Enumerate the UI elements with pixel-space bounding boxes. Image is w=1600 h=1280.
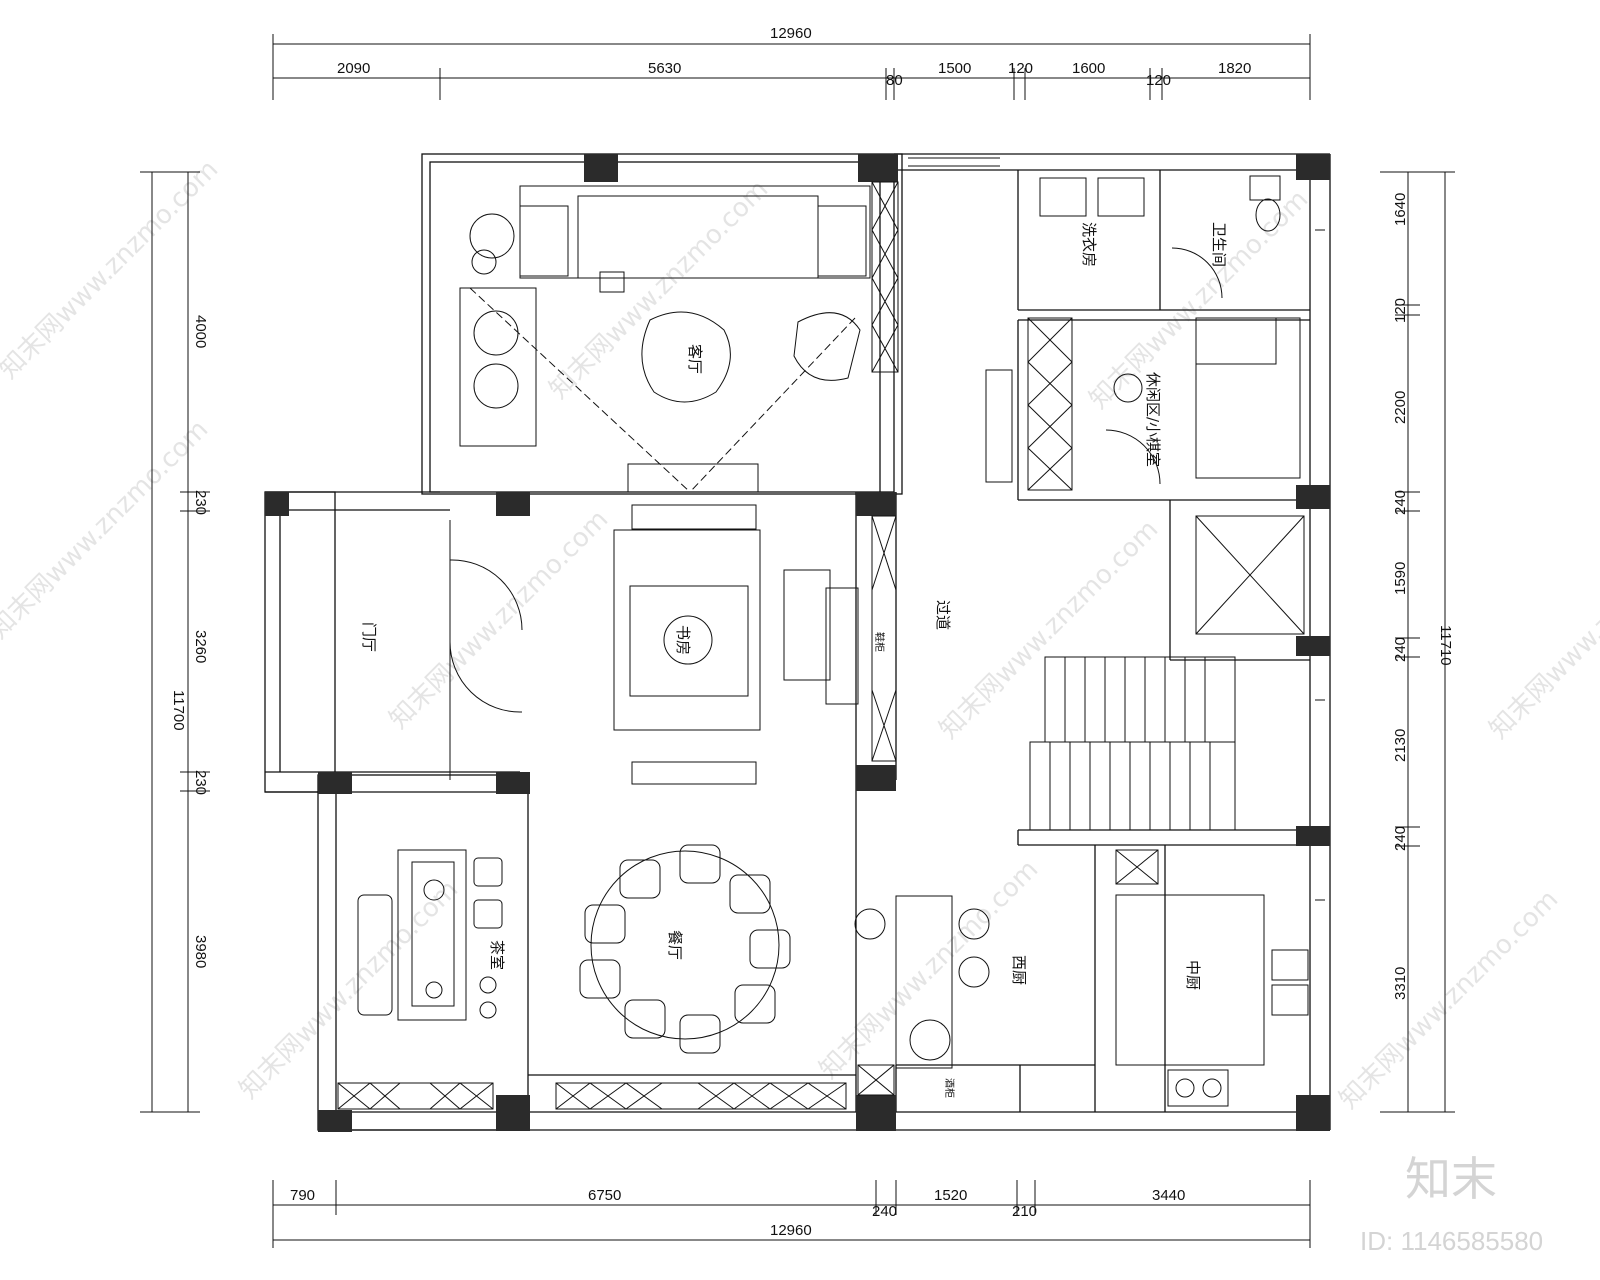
- room-labels: 客厅 书房 门厅 过道 餐厅 西厨 中厨 洗衣房 卫生间 休闲区/小棋室 茶室 …: [360, 222, 1228, 1098]
- dim-left-5: 3980: [192, 935, 209, 968]
- label-tea-room: 茶室: [488, 940, 506, 970]
- watermark-text: 知末网www.znzmo.com: [1334, 884, 1565, 1115]
- watermark-text: 知末网www.znzmo.com: [814, 854, 1045, 1085]
- dim-bottom-1: 790: [290, 1187, 315, 1204]
- label-living: 客厅: [686, 344, 704, 374]
- watermark-text: 知末网www.znzmo.com: [0, 414, 214, 645]
- dim-right-2: 120: [1392, 298, 1409, 323]
- dimension-labels: 12960 2090 5630 80 1500 120 1600 120 182…: [170, 25, 1454, 1239]
- dim-bottom-2: 6750: [588, 1187, 621, 1204]
- dim-top-2: 5630: [648, 60, 681, 77]
- dim-right-7: 2130: [1392, 729, 1409, 762]
- dim-right-4: 240: [1392, 490, 1409, 515]
- dim-left-1: 4000: [192, 315, 209, 348]
- watermark-text: 知末网www.znzmo.com: [0, 154, 224, 385]
- dim-top-7: 120: [1146, 72, 1171, 89]
- label-west-kitchen: 西厨: [1010, 955, 1028, 985]
- label-bathroom: 卫生间: [1210, 222, 1228, 267]
- dim-bottom-6: 3440: [1152, 1187, 1185, 1204]
- furniture: [357, 175, 1309, 1107]
- watermark-text: 知末网www.znzmo.com: [934, 514, 1165, 745]
- dim-top-1: 2090: [337, 60, 370, 77]
- walls: [264, 153, 1331, 1131]
- watermark-layer: 知末网www.znzmo.com 知末网www.znzmo.com 知末网www…: [0, 154, 1600, 1115]
- brand-mark: 知末 ID: 1146585580: [1360, 1152, 1543, 1256]
- watermark-text: 知末网www.znzmo.com: [384, 504, 615, 735]
- dim-top-total: 12960: [770, 25, 812, 42]
- dim-right-1: 1640: [1392, 193, 1409, 226]
- columns: [265, 154, 1330, 1132]
- dim-left-total: 11700: [170, 690, 187, 731]
- windows: [908, 157, 1325, 901]
- dim-top-8: 1820: [1218, 60, 1251, 77]
- dim-right-9: 3310: [1392, 967, 1409, 1000]
- dim-right-5: 1590: [1392, 562, 1409, 595]
- brand-logo-text: 知末: [1405, 1152, 1497, 1206]
- dim-bottom-5: 210: [1012, 1203, 1037, 1220]
- dim-right-6: 240: [1392, 637, 1409, 662]
- image-id: ID: 1146585580: [1360, 1226, 1543, 1256]
- dim-right-8: 240: [1392, 826, 1409, 851]
- dim-top-6: 1600: [1072, 60, 1105, 77]
- label-entrance: 门厅: [360, 622, 378, 652]
- cabinets: [337, 181, 1305, 1110]
- label-dining: 餐厅: [666, 930, 684, 960]
- dim-left-3: 3260: [192, 630, 209, 663]
- label-chinese-kitchen: 中厨: [1184, 960, 1202, 990]
- dim-right-3: 2200: [1392, 391, 1409, 424]
- label-wine-cabinet: 酒柜: [943, 1078, 956, 1098]
- dimension-lines: [140, 34, 1455, 1248]
- label-corridor: 过道: [934, 600, 952, 630]
- dim-top-4: 1500: [938, 60, 971, 77]
- dim-right-total: 11710: [1437, 625, 1454, 666]
- label-cloakroom: 休闲区/小棋室: [1144, 372, 1162, 467]
- label-study: 书房: [674, 625, 692, 655]
- label-shoe-cabinet: 鞋柜: [873, 632, 886, 652]
- label-laundry: 洗衣房: [1080, 222, 1098, 267]
- stairs: [1029, 656, 1236, 831]
- dim-bottom-4: 1520: [934, 1187, 967, 1204]
- watermark-text: 知末网www.znzmo.com: [1484, 514, 1600, 745]
- watermark-text: 知末网www.znzmo.com: [234, 874, 465, 1105]
- dim-top-5: 120: [1008, 60, 1033, 77]
- dim-top-3: 80: [886, 72, 903, 89]
- dim-left-2: 230: [192, 490, 209, 515]
- dim-bottom-total: 12960: [770, 1222, 812, 1239]
- dim-bottom-3: 240: [872, 1203, 897, 1220]
- dim-left-4: 230: [192, 770, 209, 795]
